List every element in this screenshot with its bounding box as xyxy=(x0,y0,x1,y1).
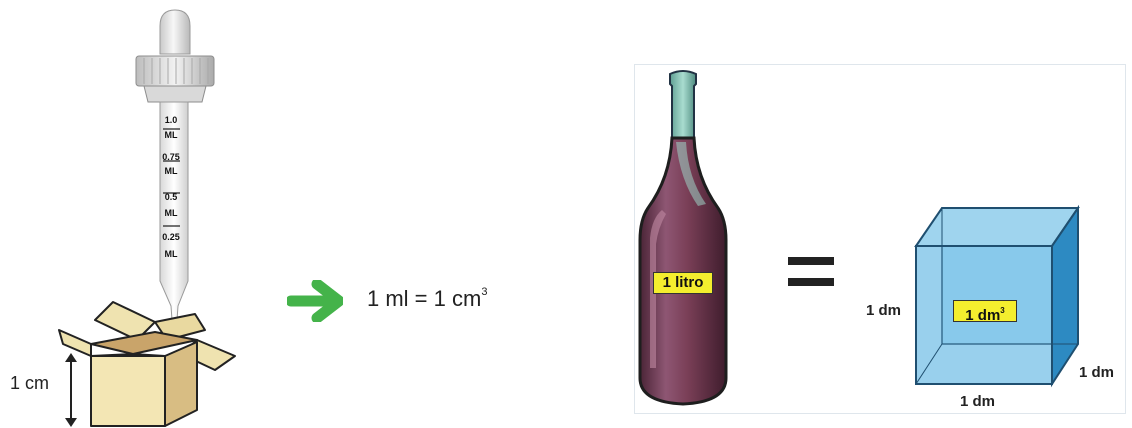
cube-label: 1 dm3 xyxy=(953,300,1017,324)
dropper-scale-label: ML xyxy=(164,208,178,218)
dropper-icon xyxy=(135,9,215,335)
cube-label-text: 1 dm xyxy=(965,307,1001,324)
box-height-label: 1 cm xyxy=(10,373,50,393)
volume-equation: 1 ml = 1 cm3 xyxy=(367,286,487,312)
bottle-icon xyxy=(638,70,728,406)
dropper-scale-label: 0.75 xyxy=(162,152,180,162)
dropper-scale-label: 0.25 xyxy=(162,232,180,242)
equation-text: 1 ml = 1 cm xyxy=(367,286,482,311)
cube-label-exponent: 3 xyxy=(1000,306,1005,315)
cube-dimension-bottom: 1 dm xyxy=(960,393,996,410)
cube-icon xyxy=(914,204,1080,388)
right-arrow-icon xyxy=(287,280,343,322)
dropper-scale-label: ML xyxy=(164,249,178,259)
height-arrow-icon xyxy=(65,353,77,427)
equation-exponent: 3 xyxy=(481,286,488,298)
dropper-scale-label: ML xyxy=(164,130,178,140)
dropper-scale-label: ML xyxy=(164,166,178,176)
dropper-scale-label: 0.5 xyxy=(164,192,178,202)
equals-icon xyxy=(788,257,834,286)
dropper-scale-label: 1.0 xyxy=(164,115,178,125)
cube-dimension-right: 1 dm xyxy=(1079,364,1115,381)
bottle-label: 1 litro xyxy=(653,272,713,294)
cube-dimension-left: 1 dm xyxy=(866,302,902,319)
box-icon xyxy=(58,301,236,427)
